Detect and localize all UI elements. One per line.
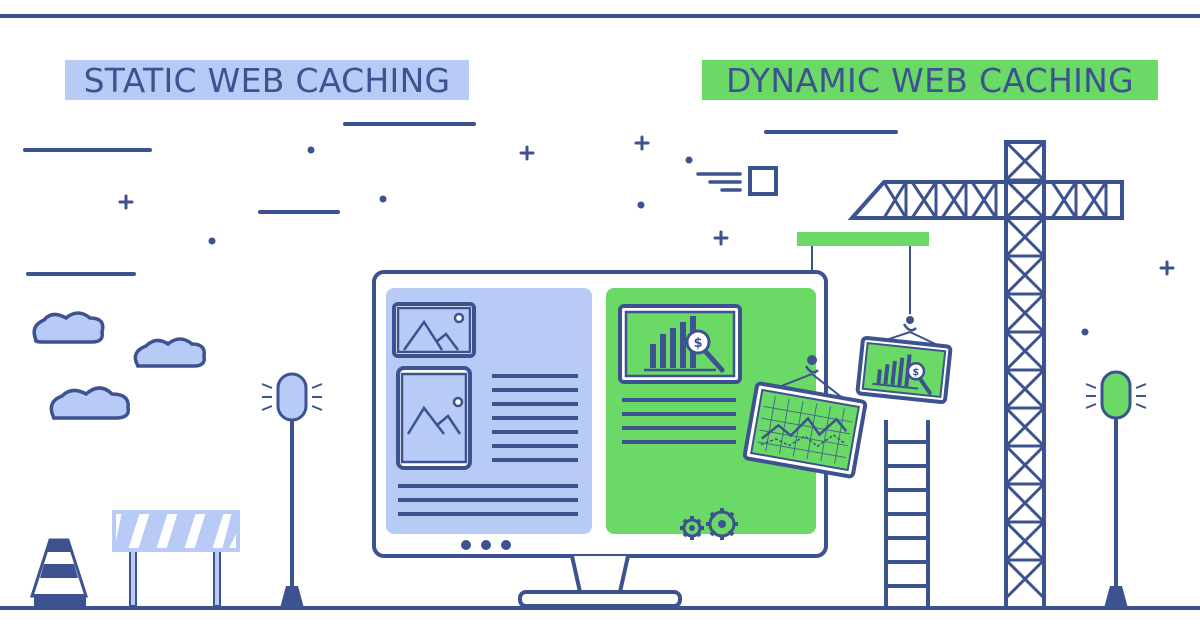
decorative-dots [208,146,1089,336]
hanging-line-chart-card [742,355,868,479]
cloud-icons [32,311,207,420]
image-placeholder-icon [396,306,472,354]
price-symbol: $ [693,336,702,351]
traffic-cone-icon [29,538,89,606]
construction-crane [847,140,1124,610]
fast-square-icon [696,166,778,196]
crane-beam [797,232,929,246]
street-lamp-left [261,372,323,608]
price-symbol: $ [912,367,920,379]
monitor-dots [461,540,511,550]
image-placeholder-icon [400,372,468,464]
ladder-icon [884,420,930,608]
sparkle-icons [118,135,1175,276]
static-page-content [392,302,578,516]
static-caching-label: STATIC WEB CACHING [65,60,469,100]
dynamic-caching-label: DYNAMIC WEB CACHING [702,60,1158,100]
dynamic-page-content: $ [618,304,742,540]
hanging-bar-chart-card: $ [855,316,953,405]
road-barrier-icon [112,510,240,607]
magnifier-icon: $ [685,329,725,373]
decorative-dashes [23,122,898,276]
gear-teeth [680,508,738,540]
street-lamp-right [1085,370,1147,608]
text-lines [622,398,736,444]
text-lines [398,374,578,516]
